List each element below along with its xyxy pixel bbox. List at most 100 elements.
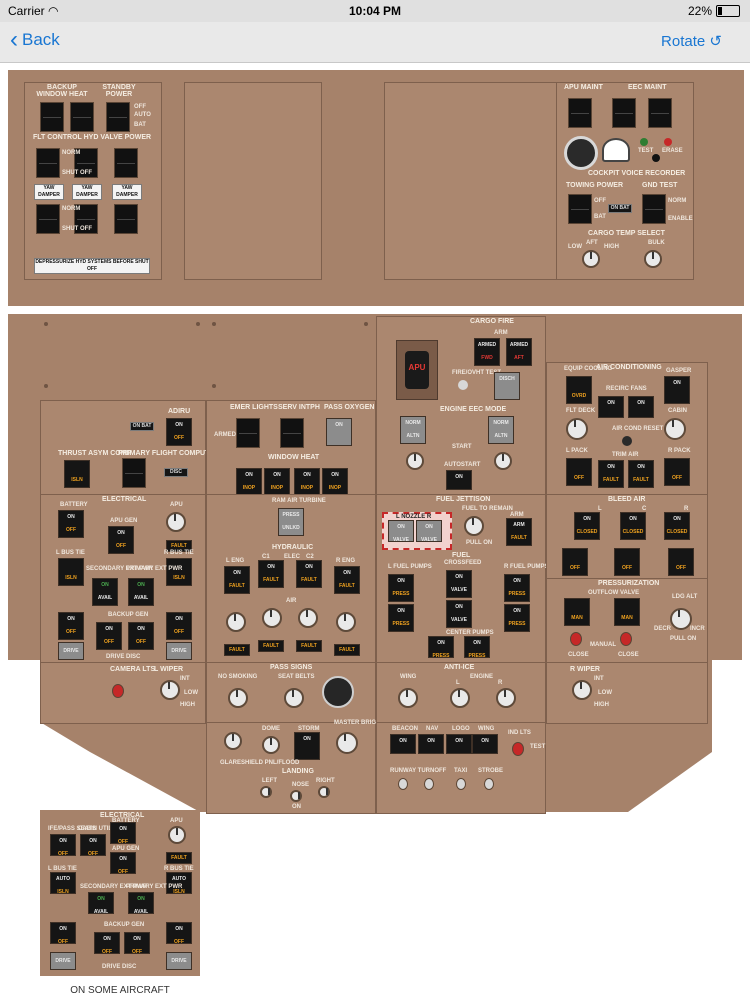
nav-button[interactable]: ON: [418, 734, 444, 754]
camera-lts-switch[interactable]: [112, 684, 124, 698]
outflow-manual-l-switch[interactable]: [570, 632, 582, 646]
equip-cooling-button[interactable]: OVRD: [566, 376, 592, 404]
rotate-button[interactable]: Rotate ↺: [661, 32, 722, 50]
r-wiper-knob[interactable]: [572, 680, 592, 700]
bleed-apu-button[interactable]: OFF: [614, 548, 640, 576]
drive-disc-l-button[interactable]: DRIVE: [58, 642, 84, 660]
runway-turnoff-r-switch[interactable]: [424, 778, 434, 790]
apu-fire-handle[interactable]: APU: [396, 340, 438, 400]
air-cond-reset-button[interactable]: [622, 436, 632, 446]
bleed-l-apu-button[interactable]: OFF: [562, 548, 588, 576]
hyd-c-switch[interactable]: [74, 204, 98, 234]
autostart-button[interactable]: ON: [446, 470, 472, 490]
engine-r-anti-ice-knob[interactable]: [496, 688, 516, 708]
outflow-l-button[interactable]: MAN: [564, 598, 590, 626]
backup-window-heat-right-switch[interactable]: [70, 102, 94, 132]
inset-drive-r-button[interactable]: DRIVE: [166, 952, 192, 970]
wing-anti-ice-knob[interactable]: [398, 688, 418, 708]
serv-intph-switch[interactable]: [280, 418, 304, 448]
landing-left-switch[interactable]: [260, 786, 272, 798]
apu-selector-knob[interactable]: [166, 512, 186, 532]
l-pack-button[interactable]: OFF: [566, 458, 592, 486]
eec-maint-l-switch[interactable]: [612, 98, 636, 128]
fuel-to-remain-knob[interactable]: [464, 516, 484, 536]
eec-maint-r-switch[interactable]: [648, 98, 672, 128]
master-bright-knob[interactable]: [336, 732, 358, 754]
thrust-asym-comp-button[interactable]: ISLN: [64, 460, 90, 488]
dome-knob[interactable]: [262, 736, 280, 754]
start-r-knob[interactable]: [494, 452, 512, 470]
outflow-manual-r-switch[interactable]: [620, 632, 632, 646]
r-elec-pump-knob[interactable]: [336, 612, 356, 632]
primary-flight-computers-switch[interactable]: [122, 458, 146, 488]
hyd-r-switch[interactable]: [114, 204, 138, 234]
back-button[interactable]: ‹ Back: [10, 28, 60, 52]
flt-deck-temp-knob[interactable]: [566, 418, 588, 440]
engine-l-anti-ice-knob[interactable]: [450, 688, 470, 708]
cvr-erase-button[interactable]: [652, 154, 660, 162]
seat-belts-knob[interactable]: [284, 688, 304, 708]
bleed-r-button[interactable]: OFF: [668, 548, 694, 576]
start-l-knob[interactable]: [406, 452, 424, 470]
l-wiper-knob[interactable]: [160, 680, 180, 700]
storm-button[interactable]: ON: [294, 732, 320, 760]
no-smoking-knob[interactable]: [228, 688, 248, 708]
landing-alt-knob[interactable]: [670, 608, 692, 630]
flt-control-l-switch[interactable]: [36, 148, 60, 178]
glareshield-flood-knob[interactable]: [224, 732, 242, 750]
r-bus-tie-button[interactable]: ISLN: [166, 558, 192, 586]
taxi-switch[interactable]: [456, 778, 466, 790]
l-bus-tie-button[interactable]: ISLN: [58, 558, 84, 586]
cargo-temp-bulk-knob[interactable]: [644, 250, 662, 268]
hyd-l-switch[interactable]: [36, 204, 60, 234]
cabin-temp-knob[interactable]: [664, 418, 686, 440]
drive-disc-r-button[interactable]: DRIVE: [166, 642, 192, 660]
recirc-lower-button[interactable]: ON: [628, 396, 654, 418]
standby-power-switch[interactable]: [106, 102, 130, 132]
ind-lts-switch[interactable]: [512, 742, 524, 756]
landing-nose-switch[interactable]: [290, 790, 302, 802]
flt-control-c-switch[interactable]: [74, 148, 98, 178]
landing-right-switch[interactable]: [318, 786, 330, 798]
inset-apu-knob[interactable]: [168, 826, 186, 844]
inset-drive-l-button[interactable]: DRIVE: [50, 952, 76, 970]
runway-turnoff-l-switch[interactable]: [398, 778, 408, 790]
emer-lights-switch[interactable]: [236, 418, 260, 448]
r-pack-button[interactable]: OFF: [664, 458, 690, 486]
gnd-test-switch[interactable]: [642, 194, 666, 224]
